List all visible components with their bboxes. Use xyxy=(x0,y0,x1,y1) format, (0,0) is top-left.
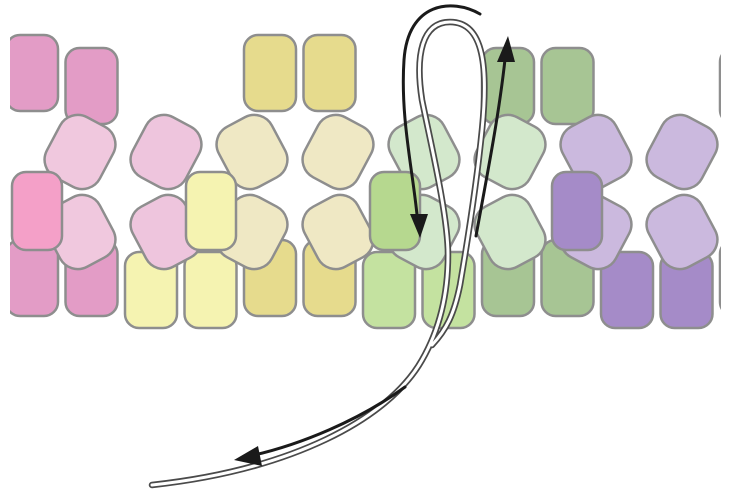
thread-core xyxy=(150,20,486,487)
cylinder-bead xyxy=(302,33,357,113)
cylinder-bead xyxy=(10,238,60,318)
cylinder-bead xyxy=(718,54,721,118)
angled-bead xyxy=(43,113,117,191)
arrow-left-head xyxy=(234,446,262,466)
center-bead xyxy=(10,170,64,252)
angled-bead xyxy=(645,113,719,191)
angled-bead xyxy=(129,113,203,191)
angled-bead xyxy=(215,113,289,191)
cylinder-bead xyxy=(361,250,417,330)
angled-bead-body xyxy=(726,188,731,276)
cylinder-bead xyxy=(242,33,298,113)
angled-bead-body xyxy=(129,113,203,191)
arrow-down-path xyxy=(401,4,482,227)
center-bead xyxy=(368,170,422,252)
angled-bead xyxy=(726,108,731,196)
angled-bead-body xyxy=(43,113,117,191)
angled-bead-body xyxy=(473,193,547,271)
center-bead xyxy=(184,170,238,252)
arrow-down-head xyxy=(410,214,428,238)
cylinder-bead xyxy=(540,46,595,126)
arrow-up-path xyxy=(474,48,508,238)
cylinder-bead xyxy=(183,250,238,330)
cylinder-bead xyxy=(64,46,119,126)
angled-bead xyxy=(301,193,375,271)
arrow-up-head xyxy=(497,36,515,62)
cylinder-bead xyxy=(599,250,655,330)
thread xyxy=(148,18,488,489)
arrow-left-path xyxy=(248,385,407,458)
direction-arrows xyxy=(234,4,515,466)
angled-bead xyxy=(473,193,547,271)
center-bead xyxy=(550,170,604,252)
cylinder-bead xyxy=(10,33,60,113)
angled-bead-body xyxy=(645,193,719,271)
angled-bead xyxy=(726,188,731,276)
angled-bead xyxy=(301,113,375,191)
angled-bead-body xyxy=(301,113,375,191)
angled-bead-body xyxy=(215,113,289,191)
angled-bead-body xyxy=(726,108,731,196)
cylinder-bead xyxy=(718,246,721,310)
angled-bead-body xyxy=(559,113,633,191)
angled-bead-body xyxy=(645,113,719,191)
angled-bead-body xyxy=(301,193,375,271)
angled-bead xyxy=(645,193,719,271)
bead-band xyxy=(10,33,731,330)
angled-bead xyxy=(559,113,633,191)
